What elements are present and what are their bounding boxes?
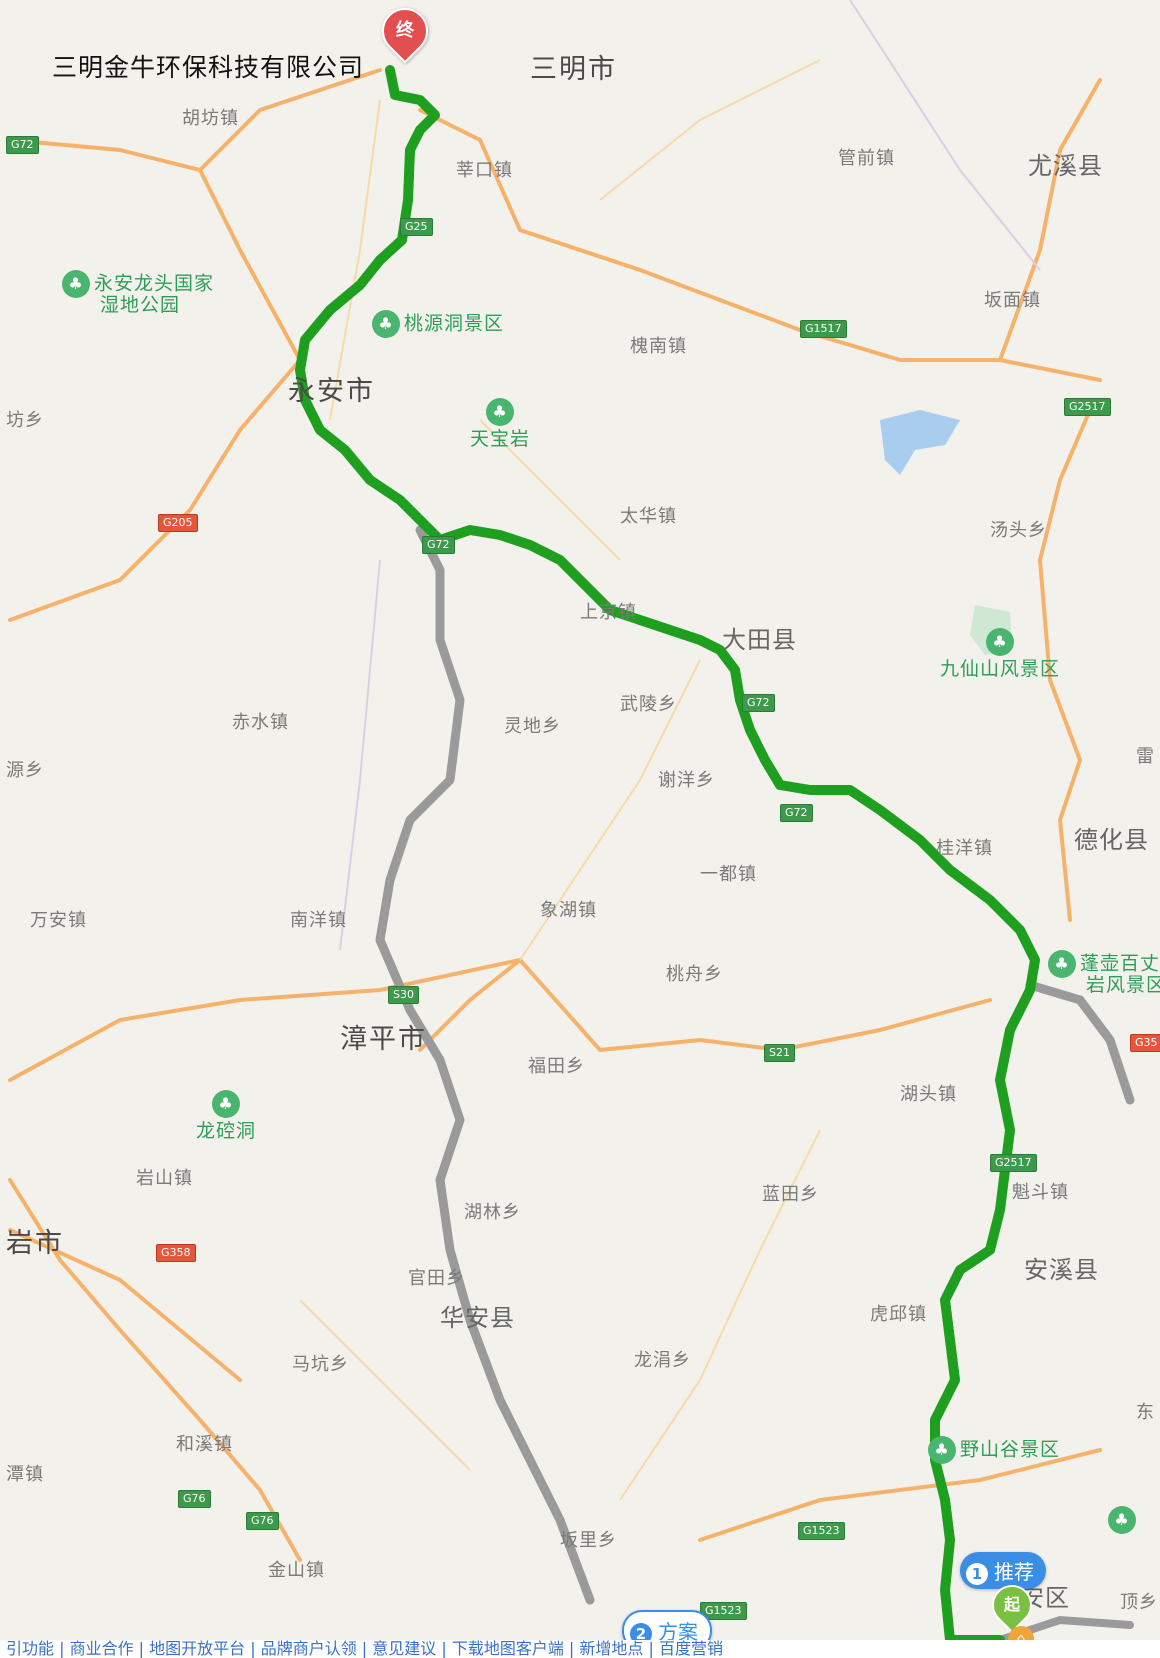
- road-shield: G72: [422, 536, 455, 555]
- road-shield: G1517: [800, 320, 847, 339]
- road-shield: G205: [158, 514, 198, 533]
- town-label: 潭镇: [6, 1464, 44, 1485]
- recommended-route: [295, 65, 1040, 1645]
- alternative-route: [375, 525, 595, 1605]
- reservoir: [880, 410, 960, 475]
- park-icon: ♣: [372, 310, 400, 338]
- town-label: 湖林乡: [464, 1202, 521, 1223]
- town-label: 蓝田乡: [762, 1184, 819, 1205]
- park-icon: ♣: [486, 398, 514, 426]
- alternative-route-east: [1025, 980, 1135, 1105]
- park-icon: ♣: [1108, 1506, 1136, 1534]
- county-label-anxi: 安溪县: [1024, 1256, 1099, 1284]
- town-label: 马坑乡: [292, 1354, 349, 1375]
- road-shield: G76: [246, 1512, 279, 1531]
- poi-tianbaoyan[interactable]: ♣天宝岩: [470, 398, 530, 449]
- town-label: 汤头乡: [990, 520, 1047, 541]
- town-label: 桃舟乡: [666, 964, 723, 985]
- road-shield: G1523: [798, 1522, 845, 1541]
- county-label-youxi: 尤溪县: [1028, 152, 1103, 180]
- town-label: 顶乡: [1120, 1592, 1158, 1613]
- town-label: 坂面镇: [984, 290, 1041, 311]
- destination-label: 三明金牛环保科技有限公司: [52, 53, 365, 82]
- town-label: 官田乡: [408, 1268, 465, 1289]
- town-label: 坊乡: [6, 410, 44, 431]
- road-shield: S30: [388, 986, 419, 1005]
- town-label: 谢洋乡: [658, 770, 715, 791]
- town-label: 太华镇: [620, 506, 677, 527]
- town-label: 雷: [1136, 746, 1155, 767]
- park-icon: ♣: [62, 270, 90, 298]
- poi-penghu-line2: 岩风景区: [1086, 974, 1160, 996]
- town-label: 和溪镇: [176, 1434, 233, 1455]
- town-label: 万安镇: [30, 910, 87, 931]
- town-label: 湖头镇: [900, 1084, 957, 1105]
- town-label: 龙涓乡: [634, 1350, 691, 1371]
- town-label: 岩山镇: [136, 1168, 193, 1189]
- poi-yongan-wetland-line2: 湿地公园: [100, 294, 181, 316]
- road-shield: G72: [742, 694, 775, 713]
- town-label: 坂里乡: [560, 1530, 617, 1551]
- town-label: 金山镇: [268, 1560, 325, 1581]
- poi-penghu[interactable]: ♣蓬壶百丈: [1048, 950, 1160, 978]
- city-label-sanming: 三明市: [530, 54, 617, 85]
- town-label: 东: [1136, 1402, 1155, 1423]
- county-label-huaan: 华安县: [440, 1304, 515, 1332]
- town-label: 槐南镇: [630, 336, 687, 357]
- rail-lines: [339, 0, 1041, 951]
- orange-roads: [8, 68, 1102, 1562]
- road-shield: G35: [1130, 1034, 1160, 1053]
- road-shield: G76: [178, 1490, 211, 1509]
- town-label: 虎邱镇: [870, 1304, 927, 1325]
- road-shield: S21: [764, 1044, 795, 1063]
- town-label: 管前镇: [838, 148, 895, 169]
- town-label: 胡坊镇: [182, 108, 239, 129]
- road-shield: G25: [400, 218, 433, 237]
- park-icon: ♣: [928, 1436, 956, 1464]
- park-icon: ♣: [986, 628, 1014, 656]
- poi-yeshangu[interactable]: ♣野山谷景区: [928, 1436, 1060, 1464]
- town-label: 赤水镇: [232, 712, 289, 733]
- town-label: 源乡: [6, 760, 44, 781]
- county-label-datian: 大田县: [722, 626, 797, 654]
- road-shield: G2517: [990, 1154, 1037, 1173]
- town-label: 桂洋镇: [936, 838, 993, 859]
- town-label: 魁斗镇: [1012, 1182, 1069, 1203]
- county-label-dehua: 德化县: [1074, 826, 1149, 854]
- town-label: 福田乡: [528, 1056, 585, 1077]
- poi-taoyuandong[interactable]: ♣桃源洞景区: [372, 310, 504, 338]
- footer-links[interactable]: 引功能 | 商业合作 | 地图开放平台 | 品牌商户认领 | 意见建议 | 下载…: [0, 1640, 1160, 1658]
- minor-roads: [299, 59, 821, 1501]
- city-label-yan: 岩市: [6, 1228, 64, 1259]
- town-label: 灵地乡: [504, 716, 561, 737]
- town-label: 莘口镇: [456, 160, 513, 181]
- town-label: 武陵乡: [620, 694, 677, 715]
- road-shield: G358: [156, 1244, 196, 1263]
- poi-jiuxianshan[interactable]: ♣九仙山风景区: [940, 628, 1060, 679]
- city-label-zhangping: 漳平市: [340, 1024, 427, 1055]
- road-shield: G72: [780, 804, 813, 823]
- road-shield: G1523: [700, 1602, 747, 1621]
- town-label: 一都镇: [700, 864, 757, 885]
- poi-longtoudong[interactable]: ♣龙硿洞: [196, 1090, 256, 1141]
- town-label: 象湖镇: [540, 900, 597, 921]
- park-icon: ♣: [1048, 950, 1076, 978]
- poi-yongan-wetland[interactable]: ♣永安龙头国家: [62, 270, 214, 298]
- city-label-yongan: 永安市: [288, 376, 375, 407]
- town-label: 南洋镇: [290, 910, 347, 931]
- poi-edge[interactable]: ♣: [1108, 1506, 1140, 1534]
- town-label: 上京镇: [580, 602, 637, 623]
- park-icon: ♣: [212, 1090, 240, 1118]
- road-shield: G72: [6, 136, 39, 155]
- road-shield: G2517: [1064, 398, 1111, 417]
